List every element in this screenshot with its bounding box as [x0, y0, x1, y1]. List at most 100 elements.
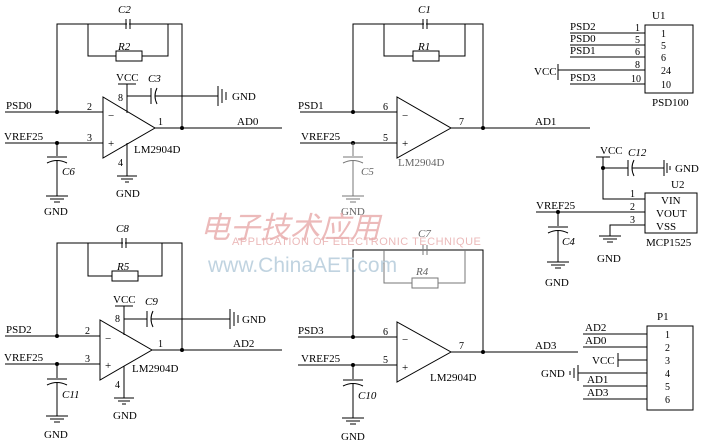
ch2-pin-non: 3	[85, 354, 90, 365]
p1-body	[646, 325, 694, 411]
channel-2: C8 R5 PSD2 2 VREF25 3 C11 GND − + LM2904…	[4, 223, 282, 441]
ch0-feedback-wire	[56, 23, 183, 128]
ch2-cap-fb-label: C8	[116, 223, 129, 235]
svg-text:6: 6	[635, 47, 640, 58]
svg-text:10: 10	[631, 74, 641, 85]
u1-net-1: PSD0	[570, 33, 596, 45]
ch0-cap-fb-label: C2	[118, 4, 131, 16]
u2-reference: U2 MCP1525 VIN VOUT VSS VCC 1 C12 GND VR…	[536, 145, 699, 289]
u1-vcc: VCC	[534, 66, 557, 78]
ch2-feedback-resistor	[111, 270, 139, 282]
ch0-res-fb-label: R2	[117, 41, 131, 53]
ch0-pin-out: 1	[158, 117, 163, 128]
svg-text:2: 2	[665, 343, 670, 354]
u2-vin-wire	[602, 157, 645, 200]
ch0-gnd-label: GND	[44, 206, 68, 218]
ch1-opamp	[396, 96, 453, 159]
u2-pin-name-1: VIN	[661, 195, 681, 207]
ch1-feedback-resistor	[412, 50, 440, 62]
ch1-gnd-label: GND	[341, 206, 365, 218]
ch0-plus: +	[108, 138, 114, 150]
svg-text:5: 5	[661, 41, 666, 52]
ch0-pin-non: 3	[87, 133, 92, 144]
ch3-res-fb-label: R4	[415, 266, 429, 278]
u2-cap-label: C12	[628, 147, 647, 159]
svg-text:+: +	[402, 362, 408, 374]
ch2-vcc-label: VCC	[113, 294, 136, 306]
ch3-output-label: AD3	[535, 340, 557, 352]
u2-pin-name-3: VSS	[656, 221, 676, 233]
p1-net-2: AD0	[585, 335, 607, 347]
ch0-vcc-cap-label: C3	[148, 73, 161, 85]
svg-text:4: 4	[665, 369, 670, 380]
p1-net-5: AD1	[587, 374, 608, 386]
u1-connector: U1 PSD100 PSD2 1 1 PSD0 5 5 PSD1 6 6 VCC…	[534, 10, 694, 109]
ch3-pin-non: 5	[383, 355, 388, 366]
ch1-part: LM2904D	[398, 157, 445, 169]
ch1-cap-fb-label: C1	[418, 4, 431, 16]
channel-0: C2 R2 PSD0 2 VREF25 3 C6 GND − + LM2904D…	[4, 4, 282, 218]
u2-gnd-left: GND	[545, 277, 569, 289]
u2-vcc: VCC	[600, 145, 623, 157]
ch0-gnd2-label: GND	[232, 91, 256, 103]
u1-part: PSD100	[652, 97, 689, 109]
u1-ref: U1	[652, 10, 665, 22]
svg-text:−: −	[402, 110, 408, 122]
ch2-vcc-cap-label: C9	[145, 296, 158, 308]
ch0-gnd3-label: GND	[116, 188, 140, 200]
u1-net-4: PSD3	[570, 72, 596, 84]
svg-text:5: 5	[665, 382, 670, 393]
u1-body	[644, 24, 694, 94]
ch1-output-label: AD1	[535, 116, 556, 128]
svg-text:1: 1	[630, 189, 635, 200]
u1-net-0: PSD2	[570, 21, 596, 33]
ch3-part: LM2904D	[430, 372, 477, 384]
svg-text:6: 6	[661, 53, 666, 64]
svg-text:1: 1	[665, 330, 670, 341]
watermark-logo: 电子技术应用	[200, 212, 383, 245]
ch0-refcap-plate-b	[46, 160, 68, 164]
ch0-cap-gap	[127, 19, 129, 30]
ch0-feedback-resistor	[115, 50, 143, 62]
ch2-input-label: PSD2	[6, 324, 32, 336]
ch0-vref-label: VREF25	[4, 131, 44, 143]
ch0-pin-gnd: 4	[118, 158, 123, 169]
svg-text:8: 8	[635, 60, 640, 71]
ch1-feedback-wire	[352, 23, 484, 128]
ch1-refcap-label: C5	[361, 166, 374, 178]
ch2-opamp	[99, 319, 154, 381]
u2-gnd-top: GND	[675, 163, 699, 175]
ch2-gnd-label: GND	[44, 429, 68, 441]
ch1-pin-inv: 6	[383, 102, 388, 113]
watermark-url: www.ChinaAET.com	[207, 254, 397, 277]
ch3-pin-inv: 6	[383, 327, 388, 338]
ch2-res-fb-label: R5	[116, 261, 130, 273]
ch3-pin-out: 7	[459, 341, 464, 352]
ch0-refcap-label: C6	[62, 166, 75, 178]
ch2-res-left-wire	[87, 243, 112, 277]
ch0-part: LM2904D	[134, 144, 181, 156]
svg-text:3: 3	[630, 215, 635, 226]
svg-text:−: −	[402, 334, 408, 346]
svg-text:+: +	[105, 360, 111, 372]
ch0-res-left-wire	[87, 24, 116, 57]
ch2-res-right-wire	[138, 243, 163, 277]
svg-text:6: 6	[665, 395, 670, 406]
ch3-feedback-resistor	[411, 277, 439, 289]
ch1-input-label: PSD1	[298, 100, 324, 112]
ch2-gnd3-label: GND	[113, 410, 137, 422]
svg-text:5: 5	[635, 35, 640, 46]
ch1-res-left-wire	[383, 24, 413, 57]
ch3-cap-fb-label: C7	[418, 228, 431, 240]
svg-text:1: 1	[661, 29, 666, 40]
ch1-pin-out: 7	[459, 117, 464, 128]
ch0-pin-inv: 2	[87, 102, 92, 113]
ch2-pin-out: 1	[158, 339, 163, 350]
ch2-vref-label: VREF25	[4, 352, 44, 364]
ch2-part: LM2904D	[132, 363, 179, 375]
p1-net-3: VCC	[592, 355, 615, 367]
u2-part: MCP1525	[646, 237, 692, 249]
svg-text:3: 3	[665, 356, 670, 367]
ch0-output-label: AD0	[237, 116, 259, 128]
